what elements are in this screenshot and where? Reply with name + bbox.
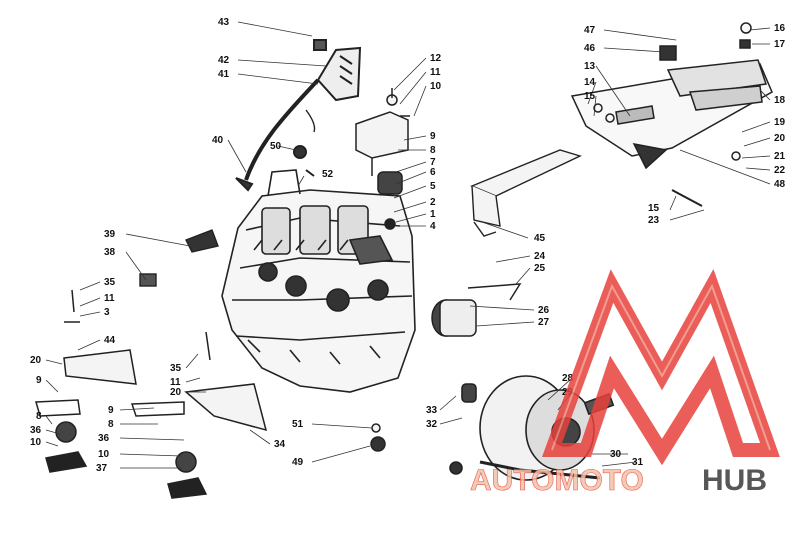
- callout-47-a: 47: [584, 25, 596, 36]
- callout-43-a: 43: [218, 17, 230, 28]
- callout-13-a: 13: [584, 61, 596, 72]
- callout-36-b: 36: [98, 433, 110, 444]
- callout-50-a: 50: [270, 141, 282, 152]
- engine-assembly: [221, 169, 416, 393]
- callout-10-b: 10: [30, 437, 42, 448]
- starter-cylinder: [431, 283, 522, 337]
- callout-32-a: 32: [426, 419, 438, 430]
- callout-49-a: 49: [292, 457, 304, 468]
- callout-12-a: 12: [430, 53, 442, 64]
- callout-37-a: 37: [96, 463, 108, 474]
- callout-9-a: 9: [430, 131, 436, 142]
- callout-26-a: 26: [538, 305, 550, 316]
- callout-1-a: 1: [430, 209, 436, 220]
- callout-42-a: 42: [218, 55, 230, 66]
- callout-3-a: 3: [104, 307, 110, 318]
- callout-38-a: 38: [104, 247, 116, 258]
- callout-10-c: 10: [98, 449, 110, 460]
- chassis-plate: [570, 22, 773, 207]
- callout-8-c: 8: [108, 419, 114, 430]
- callout-23-a: 23: [648, 215, 660, 226]
- callout-20-a: 20: [774, 133, 786, 144]
- callout-21-a: 21: [774, 151, 786, 162]
- callout-24-a: 24: [534, 251, 546, 262]
- engine-mount-bracket: [355, 88, 410, 230]
- mount-plates: [35, 289, 386, 499]
- callout-48-a: 48: [774, 179, 786, 190]
- callout-35-b: 35: [170, 363, 182, 374]
- callout-17-a: 17: [774, 39, 786, 50]
- callout-4-a: 4: [430, 221, 436, 232]
- callout-45-a: 45: [534, 233, 546, 244]
- callout-46-a: 46: [584, 43, 596, 54]
- callout-20-c: 20: [170, 387, 182, 398]
- callout-11-b: 11: [104, 293, 115, 304]
- callout-31-a: 31: [632, 457, 644, 468]
- callout-15-a: 15: [584, 91, 596, 102]
- callout-9-b: 9: [36, 375, 42, 386]
- callout-30-a: 30: [610, 449, 622, 460]
- callout-2-a: 2: [430, 197, 436, 208]
- callout-40-a: 40: [212, 135, 224, 146]
- watermark-logo: AUTOMOTO HUB: [470, 269, 780, 497]
- callout-34-a: 34: [274, 439, 286, 450]
- callout-33-a: 33: [426, 405, 438, 416]
- leader-lines: [45, 21, 771, 469]
- callout-22-a: 22: [774, 165, 786, 176]
- callout-41-a: 41: [218, 69, 230, 80]
- callout-52-a: 52: [322, 169, 334, 180]
- callout-labels: 43 42 41 40 50 52 12 11 10 9 8 7 6 5 2 1…: [30, 17, 786, 474]
- callout-14-a: 14: [584, 77, 596, 88]
- watermark-word-a: AUTOMOTO: [470, 464, 644, 497]
- callout-19-a: 19: [774, 117, 786, 128]
- callout-10-a: 10: [430, 81, 442, 92]
- support-rails: [470, 149, 582, 237]
- callout-36-a: 36: [30, 425, 42, 436]
- callout-11-a: 11: [430, 67, 441, 78]
- callout-15-b: 15: [648, 203, 660, 214]
- callout-16-a: 16: [774, 23, 786, 34]
- callout-20-b: 20: [30, 355, 42, 366]
- callout-51-a: 51: [292, 419, 304, 430]
- cable-and-housing: [235, 39, 362, 192]
- callout-35-a: 35: [104, 277, 116, 288]
- callout-28-a: 28: [562, 373, 574, 384]
- callout-27-a: 27: [538, 317, 550, 328]
- watermark-word-b: HUB: [702, 464, 767, 497]
- callout-8-b: 8: [36, 411, 42, 422]
- callout-6-a: 6: [430, 167, 436, 178]
- callout-25-a: 25: [534, 263, 546, 274]
- callout-11-c: 11: [170, 377, 181, 388]
- callout-18-a: 18: [774, 95, 786, 106]
- callout-7-a: 7: [430, 157, 436, 168]
- callout-44-a: 44: [104, 335, 116, 346]
- callout-9-c: 9: [108, 405, 114, 416]
- small-parts-left: [139, 229, 219, 287]
- callout-39-a: 39: [104, 229, 116, 240]
- callout-8-a: 8: [430, 145, 436, 156]
- callout-5-a: 5: [430, 181, 436, 192]
